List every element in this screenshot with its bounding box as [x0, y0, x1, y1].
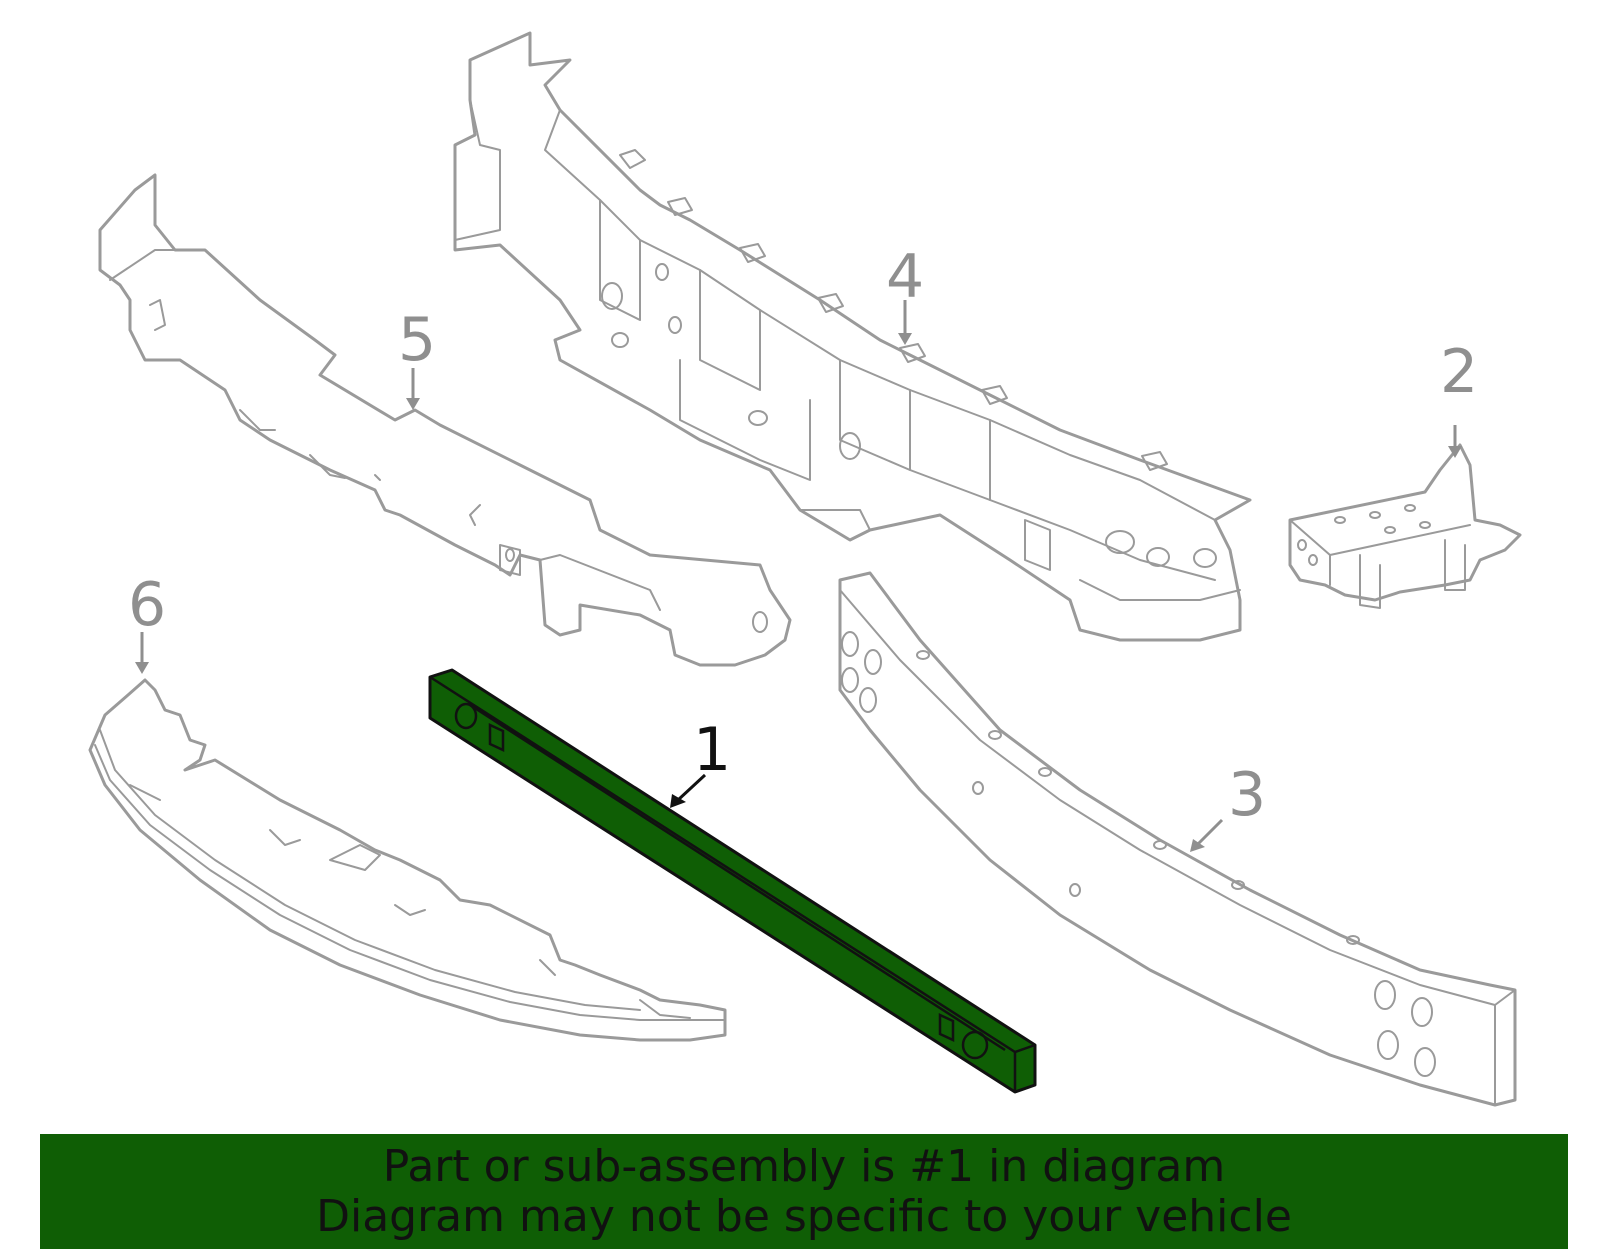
callout-arrow-3	[1190, 818, 1224, 852]
part-6-lower-absorber	[88, 678, 727, 1042]
banner-line-1: Part or sub-assembly is #1 in diagram	[382, 1141, 1226, 1192]
callout-4[interactable]: 4	[886, 242, 924, 312]
disclaimer-banner: Part or sub-assembly is #1 in diagram Di…	[40, 1134, 1568, 1249]
callout-arrow-2	[1448, 425, 1462, 458]
callout-arrow-1	[670, 773, 707, 808]
callout-arrow-6	[135, 632, 149, 674]
part-2-bracket	[1288, 443, 1522, 609]
part-1-bar-highlighted[interactable]	[428, 668, 1037, 1094]
part-3-reinforcement	[838, 571, 1517, 1107]
callout-arrow-4	[898, 300, 912, 345]
callout-2[interactable]: 2	[1440, 337, 1478, 407]
banner-line-2: Diagram may not be specific to your vehi…	[316, 1191, 1292, 1242]
part-5-absorber	[98, 173, 792, 667]
callout-5[interactable]: 5	[398, 305, 436, 375]
callout-1[interactable]: 1	[693, 715, 731, 785]
callout-3[interactable]: 3	[1228, 760, 1266, 830]
callout-arrow-5	[406, 368, 420, 410]
part-4-carrier	[453, 31, 1252, 642]
callout-6[interactable]: 6	[128, 570, 166, 640]
